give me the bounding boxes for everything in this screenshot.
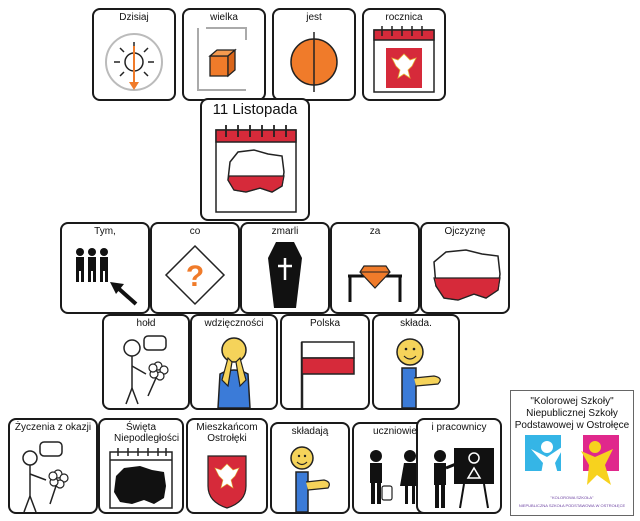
card-label: i pracownicy [431,422,487,433]
card-label: wielka [210,12,238,23]
card-label: wdzięczności [204,318,264,329]
independence-holiday-calendar-icon [109,448,173,509]
card-tym[interactable]: Tym, [60,222,150,314]
behind-table-icon [348,265,402,302]
logo-small-subtitle: NIEPUBLICZNA SZKOŁA PODSTAWOWA W OSTROŁĘ… [518,503,626,508]
is-circle-icon [290,32,338,92]
card-label: Ojczyznę [444,226,486,237]
card-mieszkancom[interactable]: Mieszkańcom Ostrołęki [186,418,268,514]
today-sun-icon [105,33,163,91]
card-label: uczniowie [373,426,417,437]
card-label: Polska [309,318,340,329]
card-co[interactable]: co ? [150,222,240,314]
people-pointer-icon [76,248,138,306]
card-wdziecznosci[interactable]: wdzięczności [190,314,278,410]
logo-small-name: "KOLOROWA SZKOŁA" [550,495,594,500]
card-label: za [369,226,381,237]
logo-title-line-1: "Kolorowej Szkoły" [530,396,614,407]
card-label: Święta Niepodległości [114,422,180,444]
gratitude-person-icon [217,337,251,408]
card-swieta[interactable]: Święta Niepodległości [98,418,184,514]
card-dzisiaj[interactable]: Dzisiaj [92,8,176,101]
card-label: Mieszkańcom Ostrołęki [196,422,258,444]
question-icon: ? [164,244,226,306]
anniversary-calendar-icon [373,26,435,93]
card-label: składają [291,426,329,437]
card-zyczenia[interactable]: Życzenia z okazji [8,418,98,514]
logo-title-line-2: Niepublicznej Szkoły [526,408,618,419]
logo-title-line-3: Podstawowej w Ostrołęce [514,420,630,431]
card-jest[interactable]: jest [272,8,356,101]
ostroleka-coat-of-arms-icon [207,455,247,509]
card-label: rocznica [385,12,423,23]
card-skladaja[interactable]: składają [270,422,350,514]
card-zmarli[interactable]: zmarli [240,222,330,314]
card-polska[interactable]: Polska [280,314,370,410]
card-label: co [189,226,201,237]
svg-text:?: ? [186,260,204,293]
poland-map-icon [433,249,501,301]
card-label: zmarli [271,226,299,237]
card-wielka[interactable]: wielka [182,8,266,101]
polish-flag-icon [300,341,355,408]
independence-day-calendar-icon [215,125,297,213]
card-ojczyzne[interactable]: Ojczyznę [420,222,510,314]
card-label: jest [306,12,322,23]
students-icon [370,450,429,504]
big-cube-icon [197,27,247,91]
gives-person-icon [396,338,441,408]
homage-flower-icon [123,335,169,405]
card-label: 11 Listopada [212,101,298,118]
card-label: Dzisiaj [119,12,149,23]
they-give-person-icon [290,446,330,512]
card-label: hołd [136,318,156,329]
wishes-flower-icon [22,441,69,512]
coffin-icon [268,242,302,308]
school-logo-emblem-icon [525,435,619,485]
card-11-listopada[interactable]: 11 Listopada [200,98,310,221]
school-logo-box: "Kolorowej Szkoły" Niepublicznej Szkoły … [510,390,634,516]
teacher-board-icon [434,448,494,509]
card-label: Tym, [94,226,116,237]
card-rocznica[interactable]: rocznica [362,8,446,101]
card-label: składa. [400,318,432,329]
card-hold[interactable]: hołd [102,314,190,410]
card-label: Życzenia z okazji [14,422,92,433]
card-za[interactable]: za [330,222,420,314]
card-sklada[interactable]: składa. [372,314,460,410]
card-i-pracownicy[interactable]: i pracownicy [416,418,502,514]
